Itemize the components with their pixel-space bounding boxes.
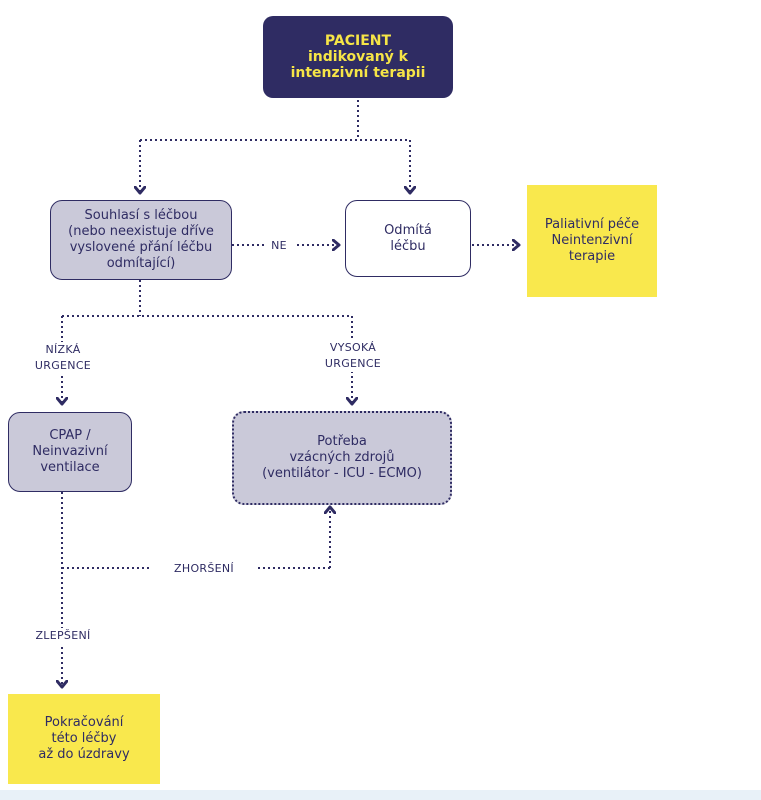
patient-node: PACIENT indikovaný k intenzivní terapii [263, 16, 453, 98]
bottom-strip [0, 790, 761, 800]
cpap-node: CPAP / Neinvazivní ventilace [8, 412, 132, 492]
label-low-urgency: NÍZKÁ URGENCE [32, 342, 94, 374]
refuses-node: Odmítá léčbu [345, 200, 471, 277]
label-improvement: ZLEPŠENÍ [28, 628, 98, 644]
continue-treatment-node: Pokračování této léčby až do úzdravy [8, 694, 160, 784]
label-worsening: ZHORŠENÍ [152, 561, 256, 577]
label-high-urgency: VYSOKÁ URGENCE [320, 340, 386, 372]
palliative-node: Paliativní péče Neintenzivní terapie [527, 185, 657, 297]
label-ne: NE [264, 238, 294, 254]
agrees-node: Souhlasí s léčbou (nebo neexistuje dříve… [50, 200, 232, 280]
scarce-resources-node: Potřeba vzácných zdrojů (ventilátor - IC… [232, 411, 452, 505]
